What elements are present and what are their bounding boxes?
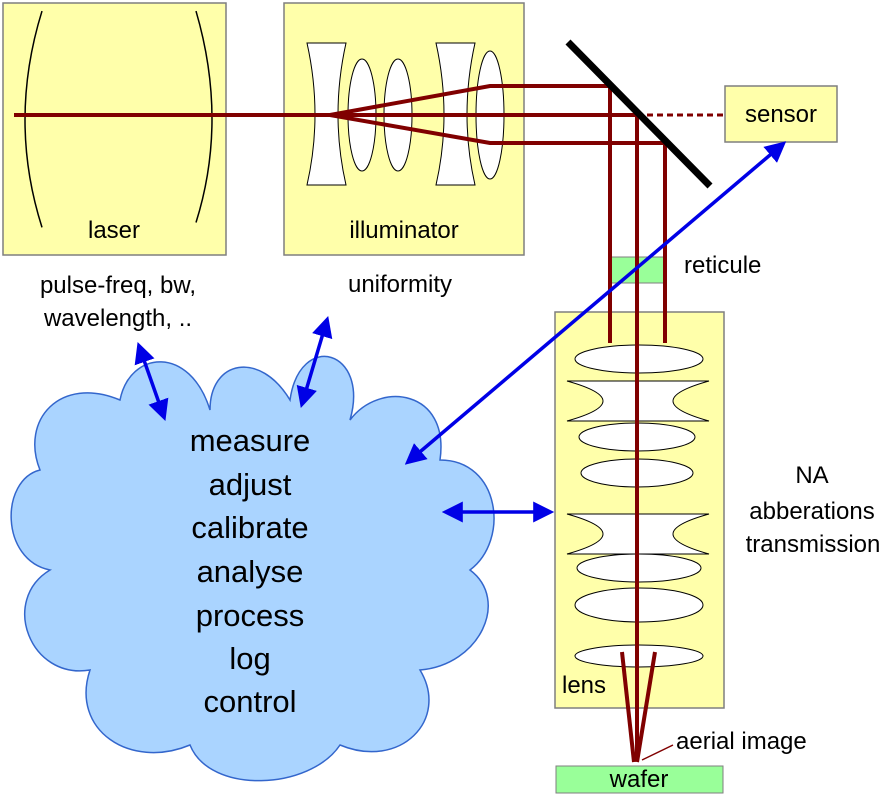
cloud-line-7: control bbox=[203, 684, 296, 719]
control-cloud: measure adjust calibrate analyse process… bbox=[10, 355, 495, 782]
arrow-sensor-cloud bbox=[404, 141, 787, 465]
cloud-line-3: calibrate bbox=[191, 510, 308, 545]
lens-param-line-3: transmission bbox=[746, 531, 881, 558]
wafer-label: wafer bbox=[609, 766, 669, 793]
lens-label: lens bbox=[562, 672, 606, 699]
illuminator-param: uniformity bbox=[348, 271, 452, 298]
laser-label: laser bbox=[88, 217, 140, 244]
cloud-line-5: process bbox=[196, 598, 305, 633]
cloud-line-4: analyse bbox=[197, 554, 304, 589]
lens-param-line-1: NA bbox=[795, 462, 828, 489]
beam-converge-left bbox=[620, 651, 636, 763]
aerial-image-label: aerial image bbox=[676, 728, 807, 755]
illuminator-label: illuminator bbox=[349, 217, 458, 244]
reticule: reticule bbox=[610, 252, 761, 284]
lens-box: lens bbox=[554, 311, 725, 709]
reticule-label: reticule bbox=[684, 252, 761, 279]
lens-param-line-2: abberations bbox=[749, 498, 874, 525]
control-arrows bbox=[134, 141, 787, 523]
laser-params-line-1: pulse-freq, bw, bbox=[40, 272, 196, 299]
aerial-image-pointer bbox=[641, 744, 674, 761]
laser-mirror-right bbox=[195, 10, 213, 223]
cloud-line-1: measure bbox=[190, 423, 311, 458]
sensor-box: sensor bbox=[724, 85, 838, 143]
cloud-icon bbox=[10, 355, 495, 782]
arrow-illuminator-cloud bbox=[296, 315, 333, 409]
laser-mirror-left bbox=[24, 10, 43, 228]
cloud-line-2: adjust bbox=[209, 467, 292, 502]
wafer: wafer bbox=[555, 765, 724, 794]
beam-converge-right bbox=[635, 651, 657, 763]
laser-box: laser bbox=[2, 2, 227, 256]
cloud-line-6: log bbox=[229, 641, 270, 676]
laser-params-line-2: wavelength, .. bbox=[43, 305, 192, 332]
arrow-laser-cloud bbox=[134, 342, 169, 421]
sensor-label: sensor bbox=[745, 101, 817, 128]
